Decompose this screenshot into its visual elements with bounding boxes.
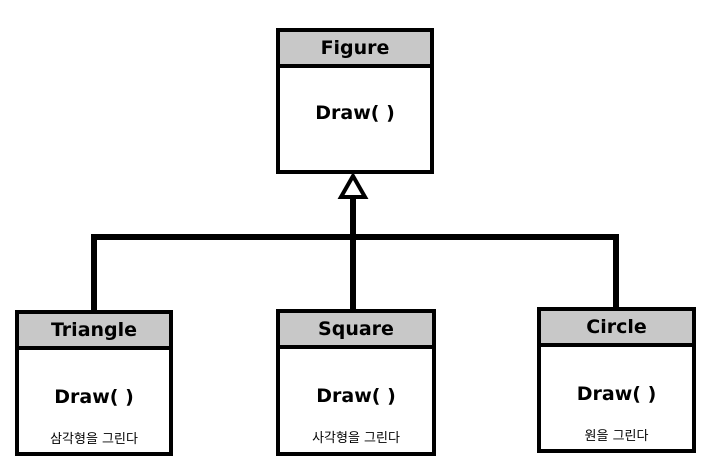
triangle-class-name: Triangle [19, 314, 169, 350]
triangle-class-box: Triangle Draw( ) 삼각형을 그린다 [15, 310, 173, 456]
figure-class-box: Figure Draw( ) [276, 28, 434, 174]
square-class-box: Square Draw( ) 사각형을 그린다 [276, 309, 436, 456]
figure-draw-method: Draw( ) [315, 102, 395, 124]
figure-class-name: Figure [280, 32, 430, 68]
circle-draw-method: Draw( ) [576, 383, 657, 405]
circle-method-description: 원을 그린다 [584, 429, 649, 444]
square-class-name: Square [280, 313, 432, 349]
square-method-description: 사각형을 그린다 [312, 431, 400, 446]
square-draw-method: Draw( ) [316, 385, 396, 407]
circle-class-box: Circle Draw( ) 원을 그린다 [537, 307, 696, 453]
generalization-arrow-icon [337, 171, 369, 199]
triangle-draw-method: Draw( ) [54, 386, 134, 408]
circle-class-name: Circle [541, 311, 692, 347]
triangle-method-description: 삼각형을 그린다 [50, 432, 138, 447]
